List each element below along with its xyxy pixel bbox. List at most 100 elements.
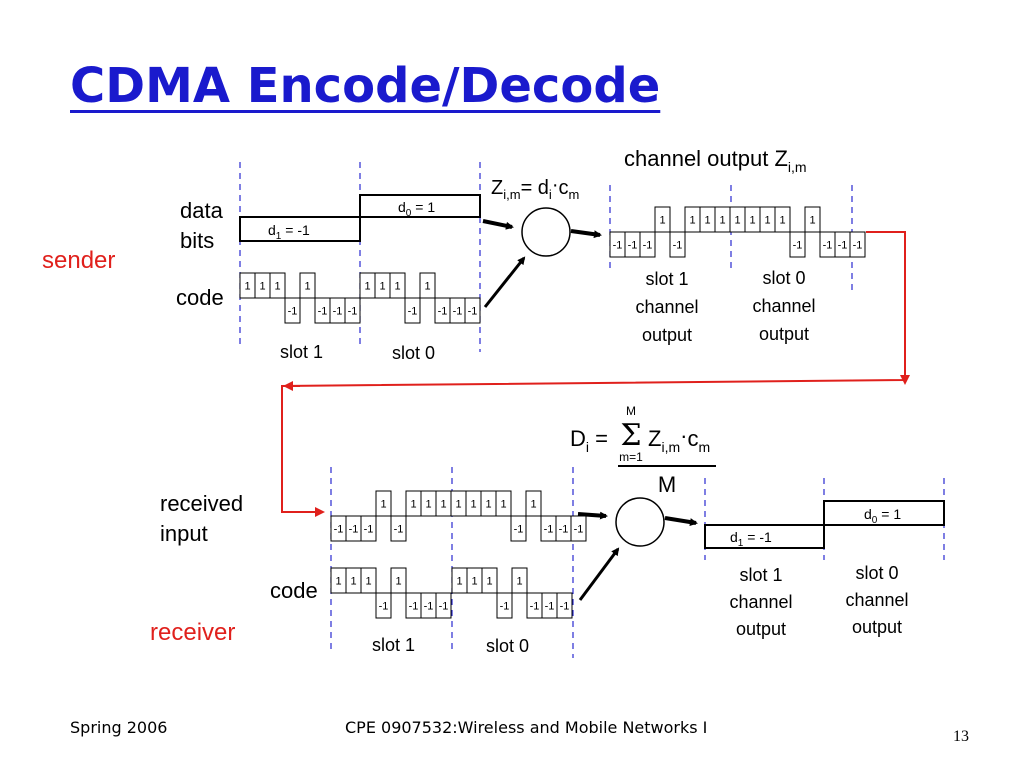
chip-value: -1	[439, 601, 449, 613]
chip-value: 1	[394, 281, 400, 293]
decoded-d1-label: d1 = -1	[730, 529, 772, 549]
chip-box	[525, 490, 542, 517]
chip-value: -1	[438, 306, 448, 318]
input-to-multiplier-arrow	[577, 511, 608, 520]
received-input-label-line2: input	[160, 521, 208, 546]
chip-box	[390, 567, 407, 594]
receiver-slot0-output-line3: output	[852, 617, 902, 637]
chip-value: 1	[516, 576, 522, 588]
chip-value: 1	[779, 215, 785, 227]
chip-box	[556, 592, 573, 619]
d1-box	[239, 216, 361, 242]
chip-value: -1	[838, 240, 848, 252]
chip-value: -1	[409, 601, 419, 613]
chip-box	[284, 297, 301, 324]
chip-value: -1	[613, 240, 623, 252]
chip-value: -1	[823, 240, 833, 252]
chip-value: 1	[456, 576, 462, 588]
chip-box	[496, 592, 513, 619]
data-bits-label-line1: data	[180, 198, 224, 223]
chip-box	[464, 297, 481, 324]
chip-value: -1	[348, 306, 358, 318]
chip-box	[654, 206, 671, 233]
sender-slot1-label: slot 1	[280, 342, 323, 362]
formula-denominator: M	[658, 472, 676, 497]
d0-label: d0 = 1	[398, 199, 435, 219]
chip-value: 1	[659, 215, 665, 227]
receiver-slot1-output-line2: channel	[729, 592, 792, 612]
d1-label: d1 = -1	[268, 222, 310, 242]
sender-slot1-output-line3: output	[642, 325, 692, 345]
decoded-d0-label: d0 = 1	[864, 506, 901, 526]
formula-summand: Zi,m·cm	[648, 423, 710, 455]
receiver-slot1-output-line3: output	[736, 619, 786, 639]
formula-upper-limit: M	[626, 404, 636, 418]
code-to-multiplier-arrow	[483, 256, 526, 308]
chip-value: 1	[471, 576, 477, 588]
chip-box	[510, 515, 527, 542]
chip-value: -1	[364, 524, 374, 536]
receiver-label: receiver	[150, 619, 235, 646]
chip-value: 1	[486, 576, 492, 588]
chip-box	[389, 272, 406, 299]
chip-value: 1	[244, 281, 250, 293]
chip-value: 1	[335, 576, 341, 588]
chip-value: -1	[545, 601, 555, 613]
chip-box	[804, 206, 821, 233]
chip-value: 1	[410, 499, 416, 511]
chip-value: 1	[440, 499, 446, 511]
chip-value: -1	[530, 601, 540, 613]
chip-value: -1	[394, 524, 404, 536]
chip-value: 1	[704, 215, 710, 227]
data-to-multiplier-arrow	[482, 219, 514, 230]
chip-value: -1	[424, 601, 434, 613]
sender-slot0-output-line2: channel	[752, 296, 815, 316]
chip-box	[495, 490, 512, 517]
d0-box	[359, 194, 481, 218]
chip-value: -1	[349, 524, 359, 536]
chip-box	[511, 567, 528, 594]
page-title: CDMA Encode/Decode	[70, 58, 661, 114]
chip-value: 1	[689, 215, 695, 227]
chip-value: -1	[453, 306, 463, 318]
footer-date: Spring 2006	[70, 718, 167, 737]
chip-box	[789, 231, 806, 258]
receiver-slot0-output-line2: channel	[845, 590, 908, 610]
receiver-formula: Di = M Σ m=1 Zi,m·cm M	[570, 404, 716, 497]
chip-value: -1	[628, 240, 638, 252]
chip-box	[299, 272, 316, 299]
multiplier-to-output-arrow	[570, 229, 602, 239]
receiver-code-label: code	[270, 578, 318, 603]
chip-value: 1	[424, 281, 430, 293]
chip-value: -1	[643, 240, 653, 252]
chip-value: -1	[793, 240, 803, 252]
chip-value: -1	[333, 306, 343, 318]
chip-box	[390, 515, 407, 542]
chip-value: 1	[379, 281, 385, 293]
channel-connector	[281, 231, 906, 513]
chip-value: -1	[334, 524, 344, 536]
chip-value: -1	[500, 601, 510, 613]
chip-box	[849, 231, 866, 258]
chip-box	[360, 567, 377, 594]
chip-box	[435, 592, 452, 619]
chip-value: 1	[455, 499, 461, 511]
chip-value: 1	[380, 499, 386, 511]
chip-value: 1	[274, 281, 280, 293]
chip-box	[774, 206, 791, 233]
sender-code-label: code	[176, 285, 224, 310]
receiver-slot0-label: slot 0	[486, 636, 529, 656]
sender-slot0-output-line3: output	[759, 324, 809, 344]
chip-box	[360, 515, 377, 542]
chip-box	[375, 490, 392, 517]
chip-box	[404, 297, 421, 324]
sender-slot0-label: slot 0	[392, 343, 435, 363]
chip-box	[481, 567, 498, 594]
chip-value: 1	[749, 215, 755, 227]
